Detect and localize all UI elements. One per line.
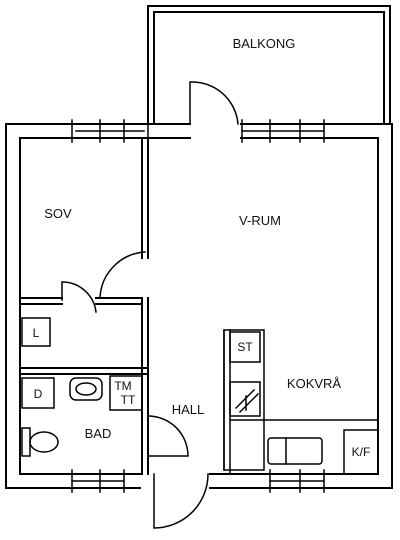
sink bbox=[69, 377, 103, 401]
fixture-label-dryer: D bbox=[34, 387, 43, 401]
balcony-walls bbox=[147, 5, 391, 125]
toilet-bowl bbox=[29, 431, 59, 453]
bathroom-fixtures bbox=[21, 375, 143, 457]
outer-walls bbox=[5, 123, 393, 489]
door-swings bbox=[61, 81, 239, 529]
fridge bbox=[343, 429, 379, 475]
room-label-hall: HALL bbox=[172, 402, 205, 417]
room-label-balcony: BALKONG bbox=[233, 36, 296, 51]
kitchen-counter bbox=[223, 329, 379, 475]
dryer-unit bbox=[21, 377, 55, 409]
dishwasher-symbol bbox=[234, 388, 260, 414]
fixture-label-washer: TM bbox=[114, 379, 131, 393]
fixture-label-tumble-dryer: TT bbox=[121, 393, 136, 407]
room-label-bedroom: SOV bbox=[44, 206, 72, 221]
fixture-label-stove: ST bbox=[237, 340, 253, 354]
sink-bowl bbox=[75, 382, 97, 396]
interior-wall-bedroom bbox=[19, 137, 149, 475]
laundry-unit bbox=[109, 375, 143, 411]
room-label-bath: BAD bbox=[85, 426, 112, 441]
sink-cabinet bbox=[229, 381, 261, 417]
fixture-label-linen: L bbox=[33, 326, 40, 340]
room-label-kitchen: KOKVRÅ bbox=[287, 376, 342, 391]
windows bbox=[71, 119, 325, 493]
kitchen-sink bbox=[267, 437, 323, 465]
room-label-living: V-RUM bbox=[239, 213, 281, 228]
fixture-label-fridge: K/F bbox=[352, 445, 371, 459]
linen-closet bbox=[21, 317, 51, 347]
toilet-tank bbox=[21, 427, 31, 457]
stove bbox=[229, 331, 261, 363]
